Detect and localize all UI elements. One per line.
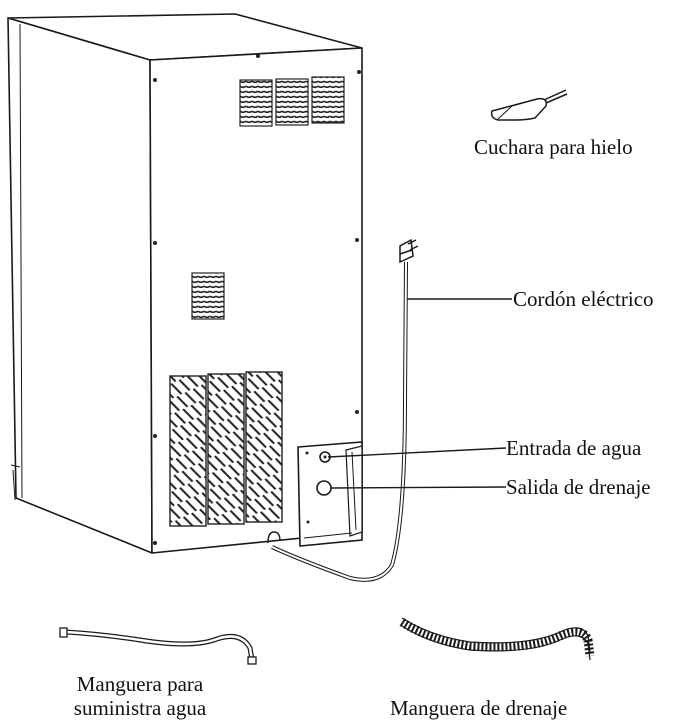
- water-supply-hose: [59, 627, 257, 665]
- drain-hose-label: Manguera de drenaje: [390, 696, 568, 720]
- power-cord: [271, 238, 419, 582]
- drain-hose: [399, 617, 595, 661]
- water-inlet-label: Entrada de agua: [506, 436, 642, 460]
- ice-scoop-icon: [490, 89, 568, 121]
- drain-outlet-fitting: [316, 480, 332, 496]
- upper-vents: [239, 76, 345, 127]
- supply-hose-label-line2: suministra agua: [73, 696, 207, 720]
- power-cord-label: Cordón eléctrico: [513, 287, 654, 311]
- condenser-grilles: [169, 371, 283, 527]
- cabinet-side: [7, 17, 153, 554]
- panel-screws: [153, 54, 361, 545]
- leader-lines: [327, 298, 512, 489]
- middle-vent: [191, 272, 225, 320]
- supply-hose-label-line1: Manguera para: [76, 672, 204, 696]
- supply-hose-label: Manguera para suministra agua: [40, 672, 240, 720]
- connection-panel: [297, 441, 363, 547]
- power-plug-icon: [399, 238, 419, 264]
- ice-scoop-label: Cuchara para hielo: [474, 135, 633, 159]
- drain-outlet-label: Salida de drenaje: [506, 475, 651, 499]
